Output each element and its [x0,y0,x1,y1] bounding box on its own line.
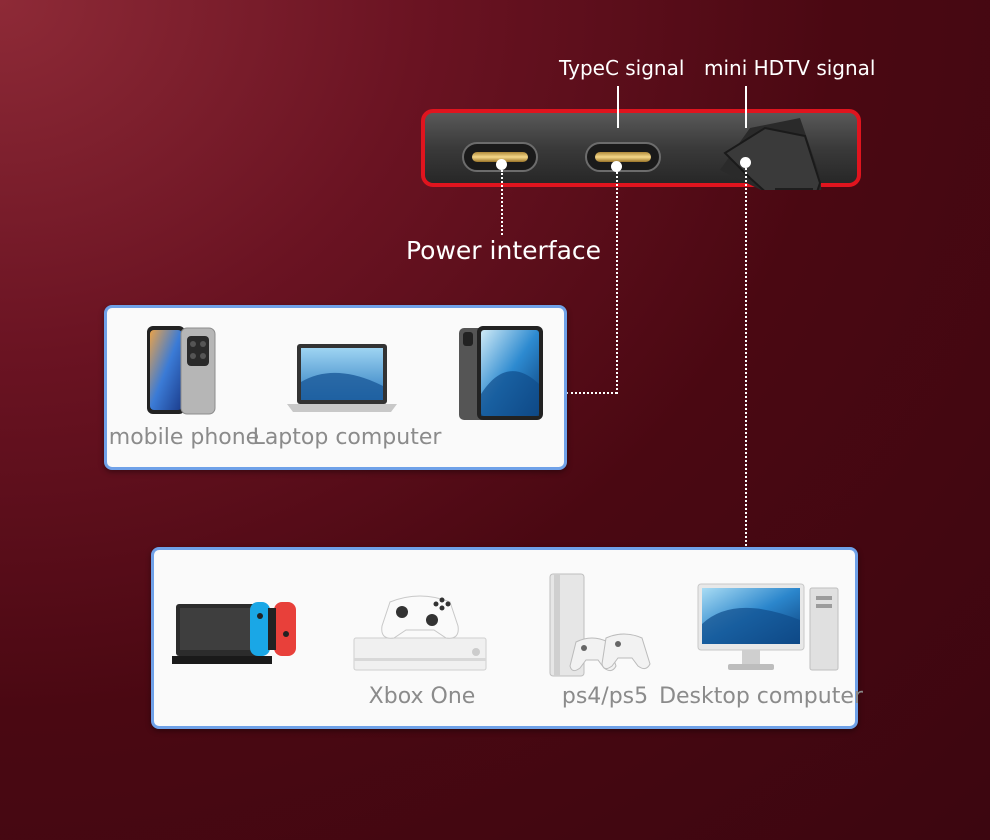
hdtv-devices-panel: Xbox One ps4/ps5 Desktop computer [151,547,863,729]
typec-signal-port [585,142,661,172]
desktop-computer-label: Desktop computer [659,684,863,709]
playstation-image [549,573,651,677]
power-dot [496,159,507,170]
typec-signal-label: TypeC signal [559,56,685,80]
hdtv-connector [745,168,747,550]
ps4-ps5-label: ps4/ps5 [561,684,649,709]
mobile-phone-image [147,326,216,415]
laptop-image [287,344,397,412]
power-interface-label: Power interface [406,236,602,265]
typec-connector-vertical [616,172,618,394]
typec-dot [611,161,622,172]
xbox-one-label: Xbox One [368,684,476,709]
desktop-computer-image [697,583,839,671]
mobile-phone-label: mobile phone [108,425,260,450]
tablet-image [459,326,543,420]
power-connector [501,170,503,235]
xbox-one-image [353,595,487,671]
laptop-computer-label: Laptop computer [252,425,442,450]
switch-console-image [172,602,296,664]
typec-connector-horizontal [566,392,617,394]
hdtv-dot [740,157,751,168]
monitor-port-bar [421,109,861,190]
power-usbc-port [462,142,538,172]
mini-hdtv-signal-label: mini HDTV signal [704,56,876,80]
typec-devices-panel: mobile phone Laptop computer [104,305,567,470]
hdtv-label-leader [745,86,747,128]
typec-label-leader [617,86,619,128]
